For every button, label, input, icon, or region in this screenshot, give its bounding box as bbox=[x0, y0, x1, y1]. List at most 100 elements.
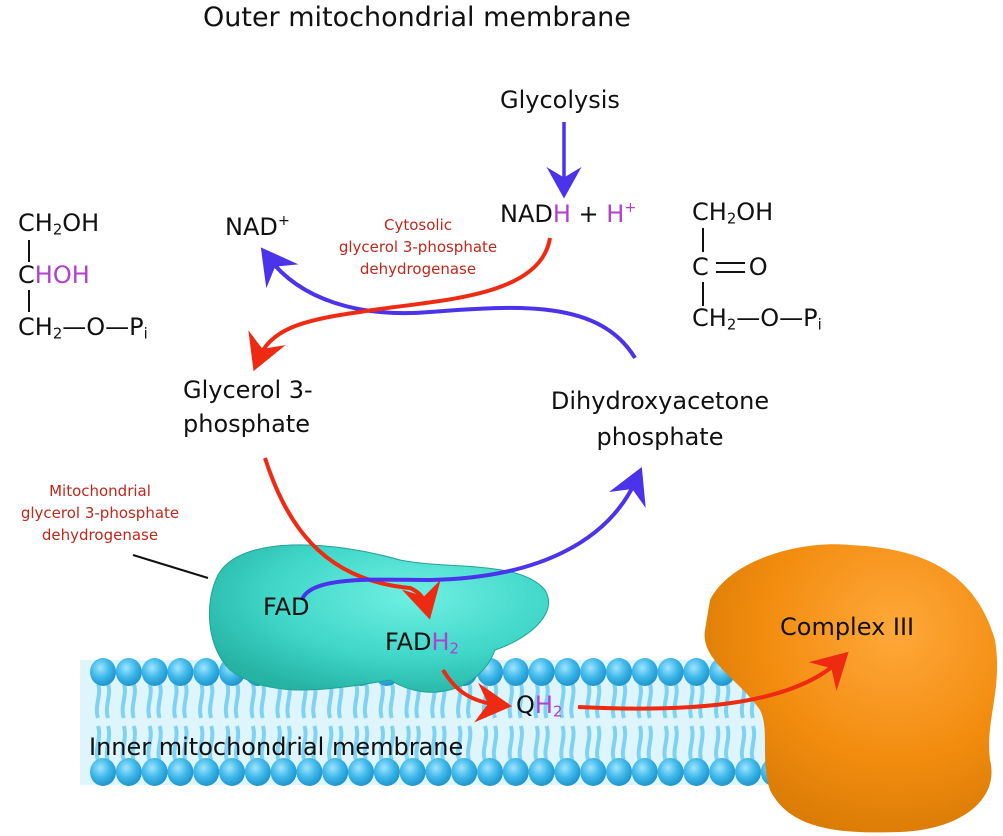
lipid-head bbox=[631, 658, 658, 686]
lipid-head bbox=[167, 658, 194, 686]
lipid-tail bbox=[130, 725, 137, 761]
lipid-tail bbox=[585, 683, 592, 719]
lipid-tail bbox=[688, 683, 695, 719]
lipid-head bbox=[90, 658, 116, 686]
lipid-head bbox=[683, 758, 710, 786]
lipid-tail bbox=[749, 725, 757, 761]
lipid-tail bbox=[311, 725, 318, 761]
lipid-tail bbox=[378, 683, 385, 719]
lipid-tail bbox=[198, 683, 205, 719]
lipid-tail bbox=[94, 725, 102, 761]
lipid-tail bbox=[414, 725, 421, 761]
lipid-tail bbox=[636, 725, 643, 761]
lipid-tail bbox=[404, 725, 411, 761]
lipid-head bbox=[580, 758, 607, 786]
dhap-label: Dihydroxyacetone phosphate bbox=[530, 383, 790, 455]
lipid-tail bbox=[662, 683, 669, 719]
cytosolic-enzyme-line3: dehydrogenase bbox=[359, 260, 477, 278]
lipid-tail bbox=[491, 725, 499, 761]
mito-g3pdh-enzyme bbox=[208, 544, 550, 693]
lipid-tail bbox=[94, 683, 102, 719]
lipid-tail bbox=[337, 683, 344, 719]
lipid-tail bbox=[172, 683, 179, 719]
nadh-label: NADH + H+ bbox=[500, 200, 636, 228]
lipid-head bbox=[528, 658, 555, 686]
lipid-tail bbox=[223, 683, 231, 719]
lipid-tail bbox=[198, 725, 205, 761]
lipid-head bbox=[167, 758, 194, 786]
cytosolic-enzyme-line1: Cytosolic bbox=[384, 216, 452, 234]
lipid-head bbox=[115, 758, 142, 786]
lipid-head bbox=[193, 758, 220, 786]
lipid-head bbox=[296, 758, 323, 786]
lipid-head bbox=[606, 758, 632, 786]
lipid-tail bbox=[662, 725, 669, 761]
inner-membrane-label: Inner mitochondrial membrane bbox=[89, 733, 464, 761]
mito-enzyme-line2: glycerol 3-phosphate bbox=[20, 504, 180, 522]
fadh2-to-qh2-arrow bbox=[441, 668, 512, 723]
lipid-tail bbox=[362, 683, 370, 719]
lipid-head bbox=[502, 658, 529, 686]
lipid-tail bbox=[646, 683, 653, 719]
nad-plus-label: NAD+ bbox=[225, 213, 290, 241]
mito-enzyme-pointer bbox=[132, 554, 209, 579]
lipid-tail bbox=[507, 725, 514, 761]
lipid-head bbox=[270, 758, 297, 786]
lipid-tail bbox=[620, 683, 628, 719]
lipid-tail bbox=[517, 683, 524, 719]
g3p-structure-row3: CH2—O—Pi bbox=[18, 313, 148, 343]
lipid-tail bbox=[595, 683, 602, 719]
lipid-tail bbox=[120, 683, 127, 719]
lipid-head bbox=[657, 658, 684, 686]
lipid-tail bbox=[672, 683, 679, 719]
dhap-structure-row1: CH2OH bbox=[692, 198, 774, 228]
g3p-line1: Glycerol 3- bbox=[183, 376, 313, 404]
lipid-head bbox=[193, 658, 220, 686]
lipid-head bbox=[425, 758, 452, 786]
mito-enzyme-label: Mitochondrial glycerol 3-phosphate dehyd… bbox=[5, 480, 195, 546]
lipid-head bbox=[554, 758, 581, 786]
lipid-tail bbox=[156, 683, 163, 719]
lipid-tail bbox=[378, 725, 385, 761]
nad-charge: + bbox=[277, 213, 290, 229]
lipid-head bbox=[606, 658, 632, 686]
nadh-base: NAD bbox=[500, 200, 553, 229]
lipid-tail bbox=[620, 725, 628, 761]
lipid-tail bbox=[249, 683, 256, 719]
nad-regeneration-arrow bbox=[260, 247, 637, 360]
mito-enzyme-line1: Mitochondrial bbox=[49, 482, 151, 500]
dhap-line1: Dihydroxyacetone bbox=[550, 387, 770, 415]
lipid-tail bbox=[724, 683, 731, 719]
nadh-hydrogen: H bbox=[552, 200, 571, 229]
cytosolic-enzyme-label: Cytosolic glycerol 3-phosphate dehydroge… bbox=[318, 214, 518, 280]
lipid-tail bbox=[507, 683, 514, 719]
outer-membrane-title: Outer mitochondrial membrane bbox=[203, 2, 631, 33]
lipid-tail bbox=[388, 725, 395, 761]
lipid-tail bbox=[146, 683, 153, 719]
lipid-tail bbox=[491, 683, 499, 719]
glycerol-3-phosphate-label: Glycerol 3- phosphate bbox=[183, 373, 313, 441]
lipid-tail bbox=[533, 725, 540, 761]
lipid-tail bbox=[698, 725, 705, 761]
lipid-tail bbox=[610, 683, 618, 719]
dhap-line2: phosphate bbox=[596, 423, 724, 451]
lipid-tail bbox=[259, 725, 266, 761]
plus-sign: + bbox=[570, 200, 607, 229]
lipid-tail bbox=[698, 683, 705, 719]
lipid-head bbox=[528, 758, 555, 786]
lipid-tail bbox=[440, 725, 447, 761]
lipid-tail bbox=[595, 725, 602, 761]
proton-charge: + bbox=[624, 200, 637, 216]
lipid-tail bbox=[223, 725, 231, 761]
lipid-tail bbox=[301, 725, 308, 761]
lipid-tail bbox=[724, 725, 731, 761]
lipid-head bbox=[219, 758, 245, 786]
lipid-tail bbox=[275, 725, 282, 761]
dhap-structure-row3: CH2—O—Pi bbox=[692, 304, 822, 334]
lipid-tail bbox=[543, 683, 550, 719]
qh2-to-complex-iii-arrow bbox=[577, 651, 849, 711]
cytosolic-reduction-arrow bbox=[248, 237, 552, 372]
lipid-head bbox=[683, 658, 710, 686]
lipid-head bbox=[554, 658, 581, 686]
lipid-tail bbox=[182, 683, 189, 719]
